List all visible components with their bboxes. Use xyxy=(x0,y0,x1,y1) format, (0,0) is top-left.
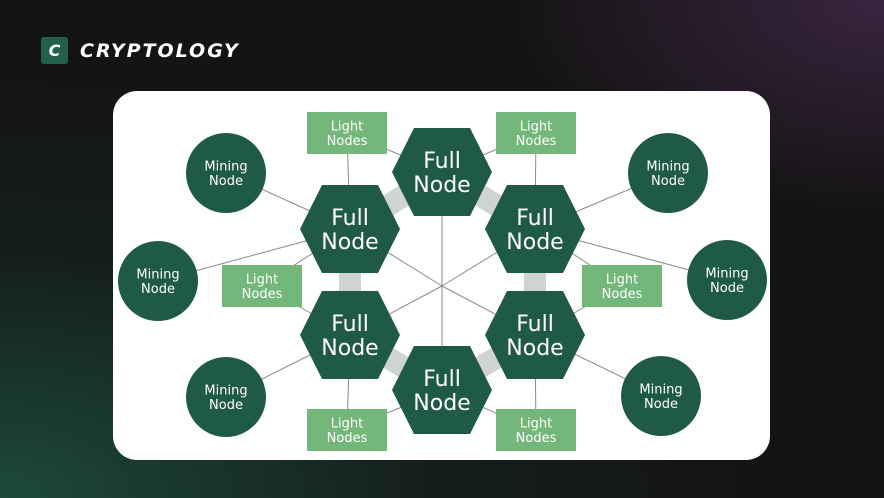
mining-node-label: Node xyxy=(651,174,685,189)
full-node xyxy=(392,346,492,434)
light-node-label: Nodes xyxy=(327,431,368,446)
full-node-label: Node xyxy=(321,230,378,255)
light-node xyxy=(582,265,662,307)
light-node-label: Nodes xyxy=(242,287,283,302)
full-node xyxy=(300,185,400,273)
light-node-label: Light xyxy=(606,273,638,288)
full-node-label: Node xyxy=(506,230,563,255)
full-node-label: Full xyxy=(516,206,554,231)
mining-node-label: Mining xyxy=(204,160,247,175)
mining-node-label: Mining xyxy=(639,383,682,398)
light-node xyxy=(307,409,387,451)
light-node-label: Light xyxy=(246,273,278,288)
mining-node-label: Mining xyxy=(204,384,247,399)
mining-node-label: Mining xyxy=(705,267,748,282)
light-node xyxy=(496,112,576,154)
mining-node-label: Node xyxy=(710,281,744,296)
light-node-label: Light xyxy=(331,417,363,432)
light-node-label: Light xyxy=(520,417,552,432)
mining-node-label: Node xyxy=(209,398,243,413)
mining-node xyxy=(621,356,701,436)
full-node-label: Node xyxy=(506,336,563,361)
mining-node xyxy=(687,240,767,320)
light-node-label: Light xyxy=(520,120,552,135)
light-node xyxy=(307,112,387,154)
full-node xyxy=(300,291,400,379)
brand-logo: C CRYPTOLOGY xyxy=(41,37,240,64)
logo-icon: C xyxy=(41,37,68,64)
full-node xyxy=(485,185,585,273)
full-node-label: Node xyxy=(413,173,470,198)
mining-node-label: Mining xyxy=(136,268,179,283)
mining-node xyxy=(118,241,198,321)
light-node-label: Light xyxy=(331,120,363,135)
mining-node xyxy=(628,133,708,213)
light-node xyxy=(222,265,302,307)
brand-name: CRYPTOLOGY xyxy=(80,39,240,62)
mining-node-label: Node xyxy=(141,282,175,297)
mining-node-label: Node xyxy=(644,397,678,412)
mining-node-label: Node xyxy=(209,174,243,189)
full-node-label: Full xyxy=(331,312,369,337)
full-node xyxy=(485,291,585,379)
full-node-label: Full xyxy=(423,149,461,174)
mining-node xyxy=(186,357,266,437)
full-node-label: Node xyxy=(321,336,378,361)
light-node-label: Nodes xyxy=(602,287,643,302)
light-node xyxy=(496,409,576,451)
full-node-label: Full xyxy=(516,312,554,337)
light-node-label: Nodes xyxy=(327,134,368,149)
full-node-label: Full xyxy=(423,367,461,392)
full-node-label: Full xyxy=(331,206,369,231)
mining-node-label: Mining xyxy=(646,160,689,175)
full-node-label: Node xyxy=(413,391,470,416)
light-node-label: Nodes xyxy=(516,431,557,446)
mining-node xyxy=(186,133,266,213)
light-node-label: Nodes xyxy=(516,134,557,149)
network-diagram: FullNodeFullNodeFullNodeFullNodeFullNode… xyxy=(118,112,767,451)
full-node xyxy=(392,128,492,216)
